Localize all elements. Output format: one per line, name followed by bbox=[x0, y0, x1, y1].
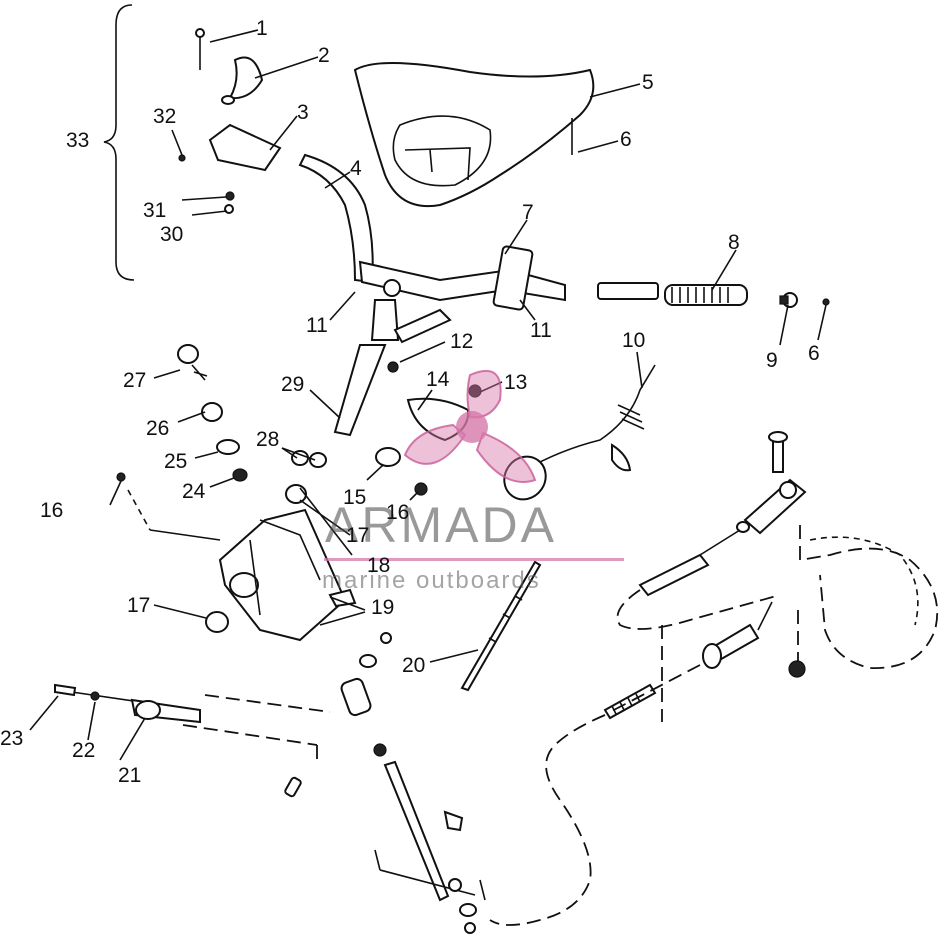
seat-cover bbox=[353, 61, 595, 208]
grip bbox=[597, 282, 659, 300]
callout-3: 3 bbox=[297, 101, 309, 124]
seat-inner bbox=[392, 115, 492, 187]
control-cable bbox=[460, 560, 542, 692]
steering-post bbox=[333, 344, 387, 437]
callout-5: 5 bbox=[642, 71, 654, 94]
callout-14: 14 bbox=[426, 368, 450, 391]
lanyard-cord bbox=[524, 364, 656, 471]
callout-11-left: 11 bbox=[306, 314, 328, 337]
watermark-tagline: marine outboards bbox=[322, 567, 541, 594]
callout-22: 22 bbox=[72, 739, 96, 762]
callout-32: 32 bbox=[153, 105, 177, 128]
callout-13: 13 bbox=[504, 371, 528, 394]
watermark-accent-bar bbox=[324, 558, 624, 561]
callout-6-seat: 6 bbox=[620, 128, 632, 151]
callout-27: 27 bbox=[123, 369, 147, 392]
callout-16-right: 16 bbox=[386, 501, 410, 524]
clip bbox=[228, 56, 264, 100]
callout-29: 29 bbox=[281, 373, 305, 396]
callout-15: 15 bbox=[343, 486, 367, 509]
callout-11-right: 11 bbox=[530, 319, 552, 342]
callout-4: 4 bbox=[350, 157, 362, 180]
callout-24: 24 bbox=[182, 480, 206, 503]
callout-12: 12 bbox=[450, 330, 474, 353]
callout-31: 31 bbox=[143, 199, 167, 222]
steering-mount bbox=[218, 508, 347, 642]
grip-sleeve bbox=[664, 284, 748, 306]
callout-16-left: 16 bbox=[40, 499, 64, 522]
callout-17-upper: 17 bbox=[346, 524, 370, 547]
callout-26: 26 bbox=[146, 417, 170, 440]
callout-1: 1 bbox=[256, 17, 268, 40]
callout-8: 8 bbox=[728, 231, 740, 254]
callout-19: 19 bbox=[371, 596, 395, 619]
callout-7: 7 bbox=[522, 201, 534, 224]
watermark-brand-text: ARMADA bbox=[325, 497, 557, 553]
callout-10: 10 bbox=[622, 329, 646, 352]
callout-23: 23 bbox=[0, 727, 24, 750]
bracket-block bbox=[208, 123, 282, 172]
callout-9: 9 bbox=[766, 349, 778, 372]
callout-28: 28 bbox=[256, 428, 280, 451]
callout-17-lower: 17 bbox=[127, 594, 151, 617]
watermark-propeller-icon bbox=[403, 370, 537, 483]
callout-21: 21 bbox=[118, 764, 142, 787]
assembly-bracket bbox=[103, 4, 135, 281]
callout-30: 30 bbox=[160, 223, 184, 246]
callout-6-grip: 6 bbox=[808, 342, 820, 365]
callout-25: 25 bbox=[164, 450, 188, 473]
callout-20: 20 bbox=[402, 654, 426, 677]
callout-2: 2 bbox=[318, 44, 330, 67]
callout-18: 18 bbox=[367, 554, 391, 577]
callout-33: 33 bbox=[66, 129, 90, 152]
